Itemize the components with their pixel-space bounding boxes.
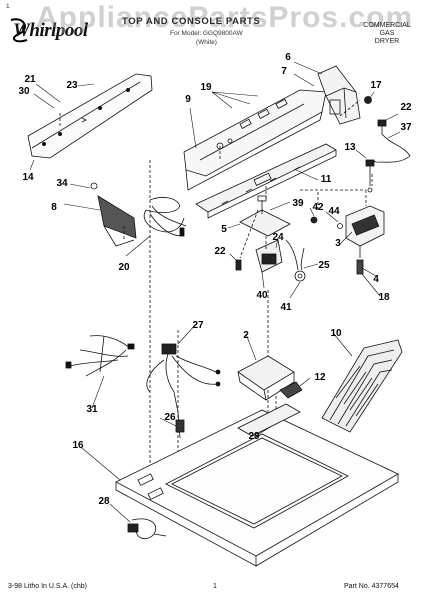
console-wire-harness	[143, 197, 187, 237]
dryer-type-line-1: COMMERCIAL	[363, 22, 411, 29]
callout-13: 13	[344, 142, 356, 153]
assembly-guide-lines	[59, 99, 373, 470]
callout-19: 19	[200, 82, 212, 93]
screw-17	[364, 96, 372, 104]
callout-2: 2	[243, 330, 249, 341]
console-housing	[183, 89, 327, 191]
callout-11: 11	[320, 174, 332, 185]
page-number: 1	[213, 583, 217, 590]
dryer-type-line-2: GAS	[379, 30, 395, 37]
callout-21: 21	[24, 74, 36, 85]
callout-40: 40	[256, 290, 268, 301]
dryer-type: COMMERCIAL GAS DRYER	[357, 22, 417, 46]
callout-37: 37	[400, 122, 412, 133]
callout-22-mid: 22	[214, 246, 226, 257]
callout-7: 7	[281, 66, 287, 77]
color-line: (White)	[196, 39, 217, 46]
callout-44: 44	[328, 206, 340, 217]
callout-14: 14	[22, 172, 34, 183]
callout-34: 34	[56, 178, 68, 189]
whirlpool-logo: Whirlpool	[5, 14, 105, 51]
model-line: For Model: GGQ9800AW	[170, 30, 243, 37]
litho-note: 3-98 Litho In U.S.A. (chb)	[8, 583, 87, 590]
timer-assembly	[345, 205, 385, 275]
callout-42: 42	[312, 202, 324, 213]
part-number: Part No. 4377654	[344, 583, 399, 590]
callout-22-top: 22	[400, 102, 412, 113]
screw-44	[337, 223, 343, 229]
callout-6: 6	[285, 52, 291, 63]
corner-mark: 1	[6, 3, 10, 10]
lint-clip	[279, 381, 303, 399]
callout-5: 5	[221, 224, 227, 235]
top-wire-harness	[146, 343, 221, 439]
callout-20: 20	[118, 262, 130, 273]
console-end-cap	[317, 65, 361, 125]
callout-3: 3	[335, 238, 341, 249]
callout-10: 10	[330, 328, 342, 339]
main-wire-harness	[65, 335, 135, 377]
sensor-wire	[365, 119, 411, 193]
callout-8: 8	[51, 202, 57, 213]
callout-31: 31	[86, 404, 98, 415]
callout-25: 25	[318, 260, 330, 271]
callout-39: 39	[292, 198, 304, 209]
callout-24: 24	[272, 232, 284, 243]
callout-16: 16	[72, 440, 84, 451]
callout-leader-lines	[29, 61, 401, 523]
console-support-bracket	[195, 143, 337, 219]
lint-screen	[321, 339, 403, 433]
whirlpool-swirl-icon	[10, 18, 28, 43]
callout-28: 28	[98, 496, 110, 507]
callout-17: 17	[370, 80, 382, 91]
callout-9: 9	[185, 94, 191, 105]
lint-screen-cover	[237, 355, 295, 401]
watermark: AppliancePartsPros.com	[36, 1, 414, 34]
callout-23: 23	[66, 80, 78, 91]
console-back-panel	[27, 73, 153, 159]
page-title: TOP AND CONSOLE PARTS	[122, 16, 261, 27]
dryer-top-panel	[115, 403, 399, 567]
callout-12: 12	[314, 372, 326, 383]
callout-27: 27	[192, 320, 204, 331]
screw-42	[310, 216, 318, 224]
screw-22b	[235, 259, 242, 271]
power-cord	[127, 518, 167, 540]
brand-name: Whirlpool	[13, 20, 88, 41]
callout-30: 30	[18, 86, 30, 97]
callout-41: 41	[280, 302, 292, 313]
left-end-cap	[90, 182, 137, 247]
mounting-plate	[239, 195, 291, 237]
switch-bracket	[255, 239, 306, 282]
callout-18: 18	[378, 292, 390, 303]
callout-29: 29	[248, 431, 260, 442]
callout-26: 26	[164, 412, 176, 423]
dryer-type-line-3: DRYER	[374, 38, 400, 45]
callout-4: 4	[373, 274, 379, 285]
